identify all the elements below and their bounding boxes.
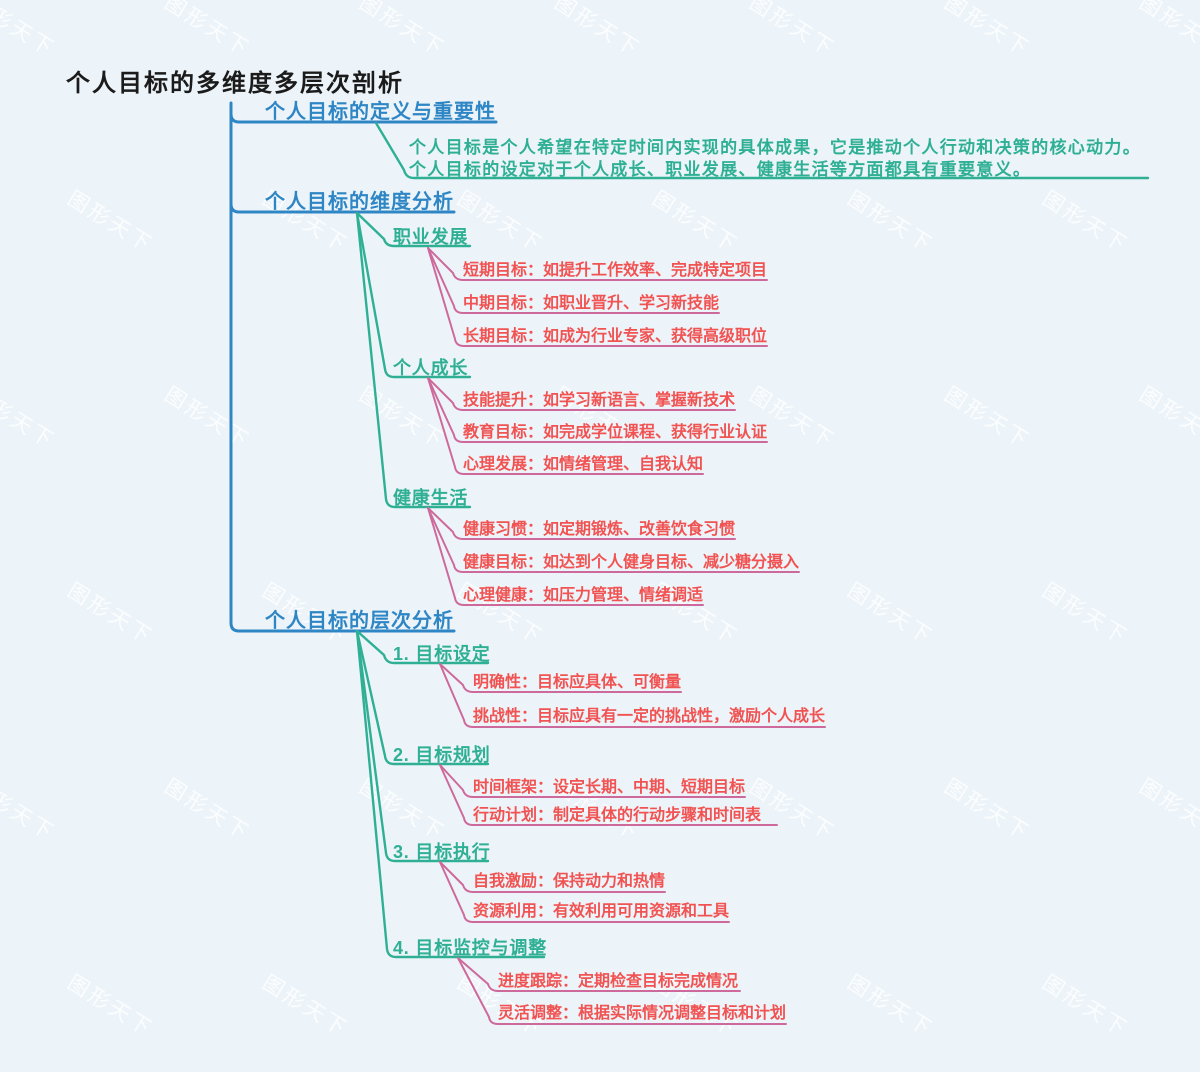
note-line-1[interactable]: 个人目标是个人希望在特定时间内实现的具体成果，它是推动个人行动和决策的核心动力。 [409,138,1141,157]
leaf-mental-health[interactable]: 心理健康：如压力管理、情绪调适 [463,587,704,604]
leaf-self-motivation[interactable]: 自我激励：保持动力和热情 [473,873,666,890]
branch-connectors [229,101,498,633]
leaf-health-goal[interactable]: 健康目标：如达到个人健身目标、减少糖分摄入 [463,554,800,571]
root-node[interactable]: 个人目标的多维度多层次剖析 [66,70,404,97]
section-personal-growth[interactable]: 个人成长 [393,358,469,378]
leaf-psychological-development[interactable]: 心理发展：如情绪管理、自我认知 [463,456,704,473]
section-healthy-living[interactable]: 健康生活 [393,488,469,508]
note-line-2[interactable]: 个人目标的设定对于个人成长、职业发展、健康生活等方面都具有重要意义。 [409,160,1032,179]
leaf-health-habits[interactable]: 健康习惯：如定期锻炼、改善饮食习惯 [463,521,736,538]
leaf-connectors [427,247,826,1025]
leaf-mid-term-goal[interactable]: 中期目标：如职业晋升、学习新技能 [463,295,720,312]
leaf-challenge[interactable]: 挑战性：目标应具有一定的挑战性，激励个人成长 [473,708,826,725]
leaf-education-goal[interactable]: 教育目标：如完成学位课程、获得行业认证 [463,424,768,441]
leaf-long-term-goal[interactable]: 长期目标：如成为行业专家、获得高级职位 [463,328,768,345]
branch-dimension-analysis[interactable]: 个人目标的维度分析 [265,191,454,213]
section-goal-planning[interactable]: 2. 目标规划 [393,745,491,765]
leaf-action-plan[interactable]: 行动计划：制定具体的行动步骤和时间表 [473,807,762,824]
leaf-short-term-goal[interactable]: 短期目标：如提升工作效率、完成特定项目 [463,262,768,279]
leaf-progress-tracking[interactable]: 进度跟踪：定期检查目标完成情况 [498,973,739,990]
leaf-flexible-adjustment[interactable]: 灵活调整：根据实际情况调整目标和计划 [498,1005,787,1022]
section-goal-setting[interactable]: 1. 目标设定 [393,644,491,664]
leaf-skill-improvement[interactable]: 技能提升：如学习新语言、掌握新技术 [463,392,736,409]
section-goal-monitoring-adjustment[interactable]: 4. 目标监控与调整 [393,938,548,958]
section-career-development[interactable]: 职业发展 [393,227,469,247]
section-connectors [355,121,1150,959]
section-goal-execution[interactable]: 3. 目标执行 [393,842,491,862]
leaf-time-frame[interactable]: 时间框架：设定长期、中期、短期目标 [473,779,746,796]
branch-definition-importance[interactable]: 个人目标的定义与重要性 [265,101,496,123]
branch-level-analysis[interactable]: 个人目标的层次分析 [265,610,454,632]
leaf-clarity[interactable]: 明确性：目标应具体、可衡量 [473,674,682,691]
leaf-resource-utilization[interactable]: 资源利用：有效利用可用资源和工具 [473,903,730,920]
